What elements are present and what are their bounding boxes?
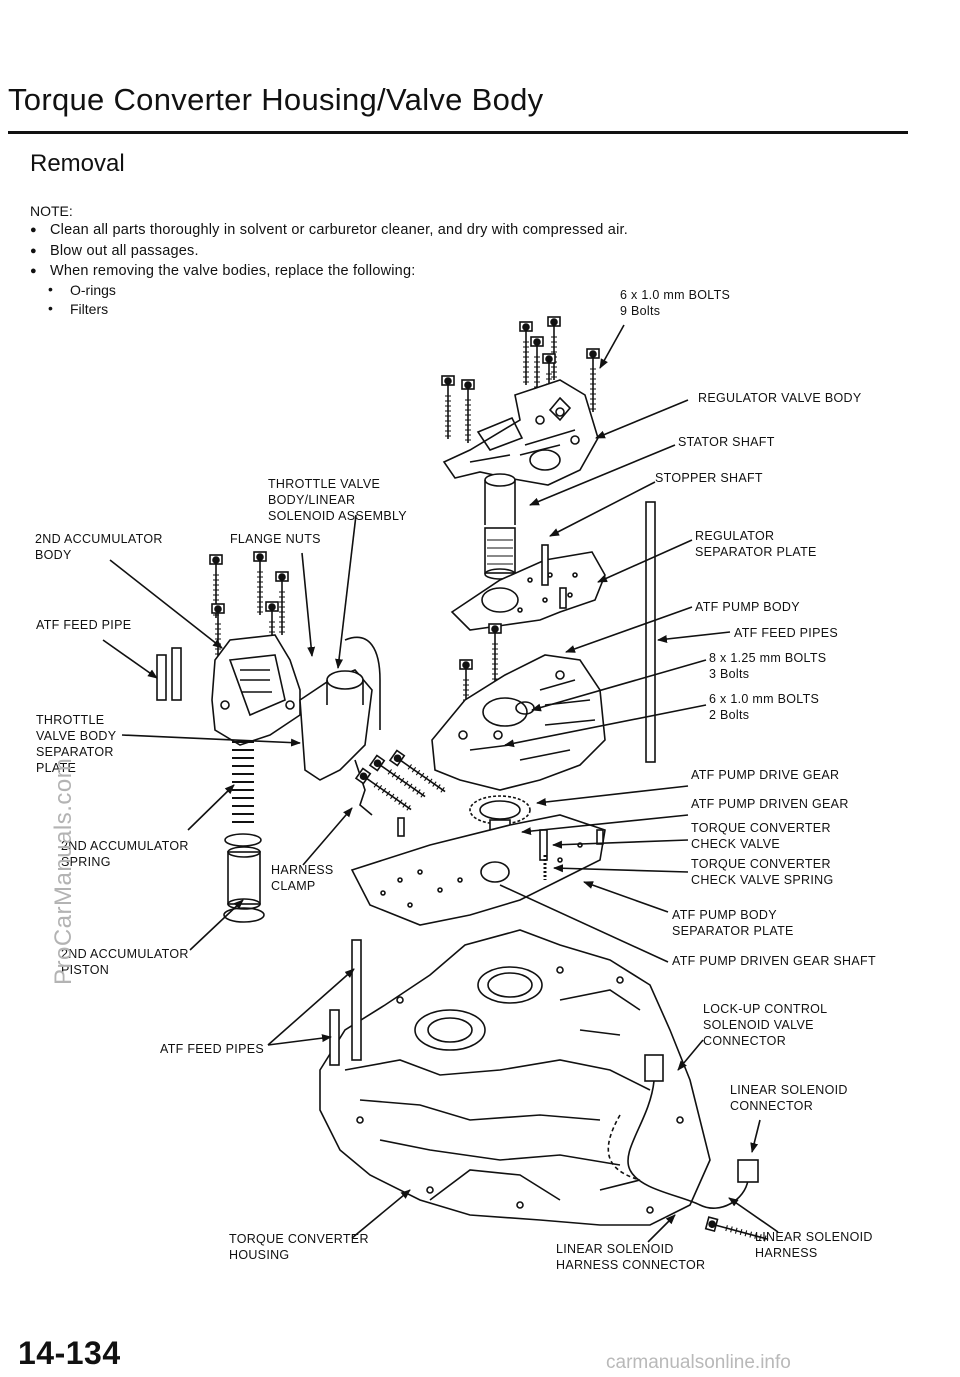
callout-tc-check-valve: TORQUE CONVERTER CHECK VALVE (691, 821, 831, 851)
solenoid-harness (607, 1054, 771, 1246)
note-heading: NOTE: (30, 203, 73, 219)
title-rule (8, 131, 908, 134)
callout-regulator-valve-body: REGULATOR VALVE BODY (698, 391, 862, 405)
callout-atf-pump-drive-gear: ATF PUMP DRIVE GEAR (691, 768, 840, 782)
page-title: Torque Converter Housing/Valve Body (8, 82, 544, 117)
callout-bolts-8x125-3: 8 x 1.25 mm BOLTS 3 Bolts (709, 651, 827, 681)
callout-linear-solenoid-harness-connector: LINEAR SOLENOID HARNESS CONNECTOR (556, 1242, 706, 1272)
callout-stator-shaft: STATOR SHAFT (678, 435, 775, 449)
regulator-separator-plate (450, 544, 606, 631)
callout-harness-clamp: HARNESS CLAMP (271, 863, 334, 893)
callout-bolts-6x10-2: 6 x 1.0 mm BOLTS 2 Bolts (709, 692, 820, 722)
note-bullet: Blow out all passages. (30, 243, 199, 259)
throttle-valve-body-assembly (209, 551, 381, 816)
callout-torque-converter-housing: TORQUE CONVERTER HOUSING (229, 1232, 369, 1262)
callout-linear-solenoid-connector: LINEAR SOLENOID CONNECTOR (730, 1083, 848, 1113)
atf-feed-pipe-long (645, 501, 656, 763)
note-sub-bullet-text: Filters (70, 301, 109, 317)
stator-shaft (484, 473, 516, 580)
callout-atf-pump-driven-gear-shaft: ATF PUMP DRIVEN GEAR SHAFT (672, 954, 876, 968)
page-number: 14-134 (18, 1335, 121, 1371)
note-sub-bullet-text: O-rings (70, 282, 116, 298)
callout-throttle-separator-plate: THROTTLE VALVE BODY SEPARATOR PLATE (36, 713, 117, 775)
regulator-valve-body (442, 379, 599, 486)
callout-second-accumulator-spring: 2ND ACCUMULATOR SPRING (61, 839, 189, 869)
note-bullet: When removing the valve bodies, replace … (30, 263, 415, 279)
callout-atf-pump-body: ATF PUMP BODY (695, 600, 800, 614)
callout-second-accumulator-piston: 2ND ACCUMULATOR PISTON (61, 947, 189, 977)
note-sub-bullet: O-rings (48, 281, 116, 298)
note-sub-bullet: Filters (48, 300, 109, 317)
footer-site-watermark: carmanualsonline.info (606, 1352, 791, 1373)
second-accumulator-parts (156, 647, 265, 923)
callout-atf-feed-pipes-lower: ATF FEED PIPES (160, 1042, 264, 1056)
callout-atf-feed-pipe: ATF FEED PIPE (36, 618, 132, 632)
atf-pump-body (431, 623, 606, 791)
section-subtitle: Removal (30, 150, 125, 177)
callout-flange-nuts: FLANGE NUTS (230, 532, 321, 546)
note-bullet-text: When removing the valve bodies, replace … (50, 263, 416, 279)
torque-converter-housing (319, 929, 711, 1226)
leader-lines (102, 324, 779, 1243)
callout-atf-pump-separator-plate: ATF PUMP BODY SEPARATOR PLATE (672, 908, 794, 938)
callout-atf-feed-pipes-right: ATF FEED PIPES (734, 626, 838, 640)
callout-throttle-valve-body-assembly: THROTTLE VALVE BODY/LINEAR SOLENOID ASSE… (268, 477, 407, 523)
side-watermark: ProCarManuals.com (50, 757, 77, 985)
callout-stopper-shaft: STOPPER SHAFT (655, 471, 763, 485)
callout-regulator-separator-plate: REGULATOR SEPARATOR PLATE (695, 529, 817, 559)
note-bullet-text: Blow out all passages. (50, 243, 199, 259)
callout-linear-solenoid-harness: LINEAR SOLENOID HARNESS (755, 1230, 873, 1260)
callout-second-accumulator-body: 2ND ACCUMULATOR BODY (35, 532, 163, 562)
atf-pump-separator-plate (350, 814, 606, 926)
note-bullet-text: Clean all parts thoroughly in solvent or… (50, 222, 628, 238)
note-bullet: Clean all parts thoroughly in solvent or… (30, 222, 628, 238)
callout-bolts-6x10-9: 6 x 1.0 mm BOLTS 9 Bolts (620, 288, 731, 318)
callout-tc-check-valve-spring: TORQUE CONVERTER CHECK VALVE SPRING (691, 857, 834, 887)
callout-atf-pump-driven-gear: ATF PUMP DRIVEN GEAR (691, 797, 849, 811)
callout-lockup-connector: LOCK-UP CONTROL SOLENOID VALVE CONNECTOR (703, 1002, 828, 1048)
